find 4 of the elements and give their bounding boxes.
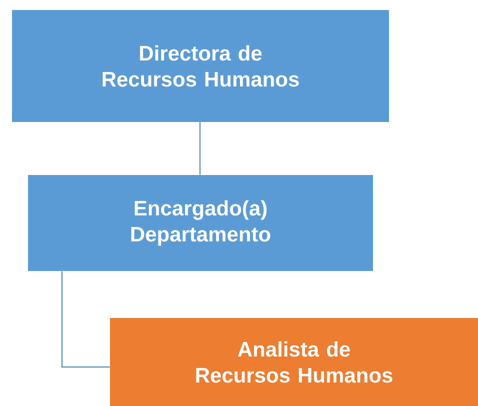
org-box: Encargado(a) Departamento [28,175,373,271]
org-box: Analista de Recursos Humanos [110,318,478,406]
org-box: Directora de Recursos Humanos [12,10,389,122]
connector-line [62,270,110,368]
